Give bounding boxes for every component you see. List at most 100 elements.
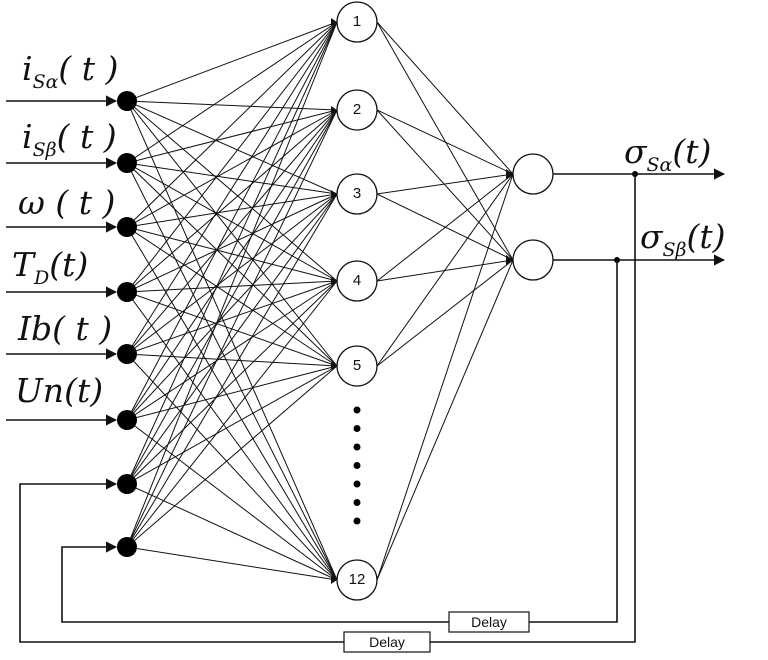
output-node: [512, 153, 554, 195]
input-lines: [6, 95, 118, 426]
input-node: [117, 537, 137, 557]
weight-line: [126, 280, 338, 485]
input-label-isbeta: iSβ( t ): [22, 117, 117, 161]
weight-line: [126, 100, 338, 367]
input-node: [117, 474, 137, 494]
input-label-omega: ω ( t ): [18, 183, 115, 222]
weight-line: [126, 353, 338, 581]
delay-box-lower: [343, 631, 431, 653]
output-input-arrowhead: [506, 169, 513, 179]
hidden-label-4: 4: [353, 272, 361, 289]
weight-line: [126, 193, 338, 548]
feedback-line-alpha-left: [19, 478, 344, 643]
ellipsis-dot: [353, 406, 361, 414]
hidden-input-arrowhead: [331, 362, 337, 370]
hidden-input-arrowhead: [331, 190, 337, 198]
input-node: [117, 153, 137, 173]
weight-line: [376, 173, 514, 367]
hidden-label-1: 1: [353, 13, 361, 30]
weight-line: [126, 21, 338, 164]
ellipsis-dot: [353, 517, 361, 525]
weight-connections: [126, 21, 514, 581]
weight-line: [126, 21, 338, 228]
weight-line: [126, 162, 338, 195]
ellipsis-dot: [353, 499, 361, 506]
hidden-ellipsis-dots: [353, 406, 361, 525]
delay-label-lower: Delay: [369, 634, 405, 650]
input-label-isalpha: iSα( t ): [22, 49, 118, 93]
output-node: [512, 239, 554, 281]
weight-line: [126, 193, 338, 421]
ellipsis-dot: [353, 480, 361, 488]
input-node: [117, 282, 137, 302]
weight-line: [126, 226, 338, 581]
ellipsis-dot: [353, 443, 361, 451]
delay-box-upper: [448, 611, 530, 633]
feedback-line-beta-left: [61, 541, 449, 623]
weight-line: [376, 259, 514, 581]
weight-line: [376, 21, 514, 175]
weight-line: [126, 193, 338, 485]
weight-line: [376, 173, 514, 195]
ellipsis-dot: [353, 462, 361, 469]
weight-line: [126, 21, 338, 421]
weight-line: [376, 173, 514, 581]
hidden-input-arrowhead: [331, 18, 337, 26]
weight-line: [126, 291, 338, 581]
weight-line: [126, 21, 338, 485]
weight-line: [126, 100, 338, 195]
output-label-beta: σSβ(t): [640, 217, 726, 261]
feedback-paths: [19, 168, 726, 643]
weight-line: [376, 109, 514, 175]
hidden-input-arrowhead: [331, 576, 337, 584]
weight-line: [126, 353, 338, 367]
weight-line: [126, 546, 338, 581]
weight-line: [126, 280, 338, 421]
hidden-input-arrowhead: [331, 106, 337, 114]
input-node: [117, 410, 137, 430]
input-label-td: TD(t): [12, 245, 88, 289]
weight-line: [126, 193, 338, 293]
weight-line: [126, 109, 338, 548]
feedback-line-alpha-right: [430, 174, 636, 643]
weight-line: [126, 109, 338, 355]
input-node: [117, 91, 137, 111]
weight-line: [376, 21, 514, 261]
hidden-label-12: 12: [349, 571, 366, 588]
weight-line: [126, 419, 338, 581]
input-label-un: Un(t): [15, 371, 103, 410]
weight-line: [126, 365, 338, 548]
input-layer: [117, 91, 137, 557]
weight-line: [376, 109, 514, 261]
weight-line: [126, 280, 338, 293]
output-label-alpha: σSα(t): [624, 132, 711, 176]
output-input-arrowhead: [506, 255, 513, 265]
weight-line: [126, 100, 338, 282]
hidden-label-2: 2: [353, 101, 361, 118]
weight-line: [126, 193, 338, 228]
ellipsis-dot: [353, 425, 361, 432]
weight-line: [126, 21, 338, 355]
weight-line: [126, 109, 338, 228]
feedback-line-beta-right: [529, 260, 618, 623]
weight-line: [126, 365, 338, 485]
hidden-input-arrowhead: [331, 277, 337, 285]
weight-line: [126, 21, 338, 293]
hidden-label-3: 3: [353, 185, 361, 202]
weight-line: [126, 109, 338, 485]
weight-line: [126, 100, 338, 581]
weight-line: [376, 259, 514, 367]
weight-line: [126, 280, 338, 355]
weight-line: [126, 109, 338, 164]
weight-line: [126, 21, 338, 102]
input-label-ib: Ib( t ): [17, 309, 112, 348]
weight-line: [126, 109, 338, 421]
weight-line: [126, 21, 338, 548]
delay-label-upper: Delay: [471, 614, 507, 630]
weight-line: [376, 173, 514, 282]
hidden-layer: [331, 1, 378, 601]
output-layer: [506, 153, 554, 281]
input-node: [117, 217, 137, 237]
weight-line: [126, 280, 338, 548]
